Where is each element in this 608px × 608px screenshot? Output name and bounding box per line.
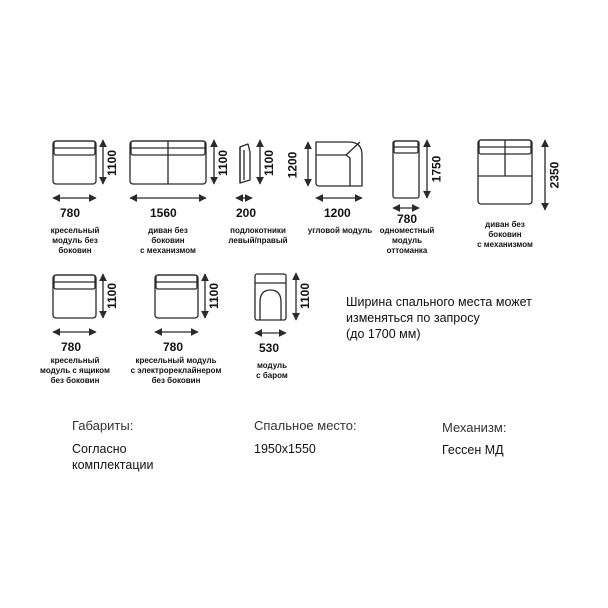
dimensions-label: Габариты: <box>72 418 134 433</box>
module-bar-width: 530 <box>259 341 280 355</box>
module-armchair-drawer-width: 780 <box>61 340 82 354</box>
dimensions-value: Согласно комплектации <box>72 442 154 472</box>
module-armchair-height: 1100 <box>105 149 120 177</box>
module-ottoman-drawing <box>392 139 431 212</box>
sleeping-width-note: Ширина спального места может изменяться … <box>346 295 532 341</box>
module-armchair-drawer-caption: кресельный модуль с ящиком без боковин <box>40 356 110 385</box>
module-large-sofa-height: 2350 <box>547 161 562 189</box>
module-armchair-recliner-height: 1100 <box>207 282 222 310</box>
module-sofa-caption: диван без боковин с механизмом <box>140 226 196 255</box>
module-bar-height: 1100 <box>298 282 313 310</box>
module-bar-caption: модуль с баром <box>256 361 288 380</box>
module-armrest-height: 1100 <box>262 149 277 177</box>
module-sofa-width: 1560 <box>150 206 177 220</box>
module-armrest-drawing <box>235 139 264 202</box>
module-armchair-recliner-drawing <box>154 273 209 336</box>
module-corner-caption: угловой модуль <box>307 226 373 235</box>
module-large-sofa-caption: диван без боковин с механизмом <box>477 220 533 249</box>
module-bar-drawing <box>254 272 300 337</box>
module-armchair-drawing <box>52 139 107 202</box>
module-ottoman-caption: одноместный модуль оттоманка <box>379 226 435 255</box>
module-armchair-recliner-caption: кресельный модуль с электрореклайнером б… <box>130 356 222 385</box>
sleeping-place-label: Спальное место: <box>254 418 357 433</box>
module-armchair-caption: кресельный модуль без боковин <box>50 226 100 255</box>
module-corner-width: 1200 <box>324 206 351 220</box>
mechanism-label: Механизм: <box>442 420 507 435</box>
module-armrest-width: 200 <box>236 206 257 220</box>
mechanism-value: Гессен МД <box>442 443 504 457</box>
module-corner-drawing <box>304 141 363 202</box>
module-ottoman-height: 1750 <box>429 155 444 183</box>
module-armchair-recliner-width: 780 <box>163 340 184 354</box>
module-ottoman-width: 780 <box>397 212 418 226</box>
module-corner-height: 1200 <box>285 151 300 179</box>
module-armrest-caption: подлокотники левый/правый <box>228 226 288 245</box>
module-armchair-drawer-height: 1100 <box>105 282 120 310</box>
module-sofa-height: 1100 <box>216 149 231 177</box>
sleeping-place-value: 1950х1550 <box>254 442 316 456</box>
module-armchair-width: 780 <box>60 206 81 220</box>
module-armchair-drawer-drawing <box>52 273 107 336</box>
module-sofa-drawing <box>129 139 218 202</box>
module-large-sofa-drawing <box>477 139 549 211</box>
